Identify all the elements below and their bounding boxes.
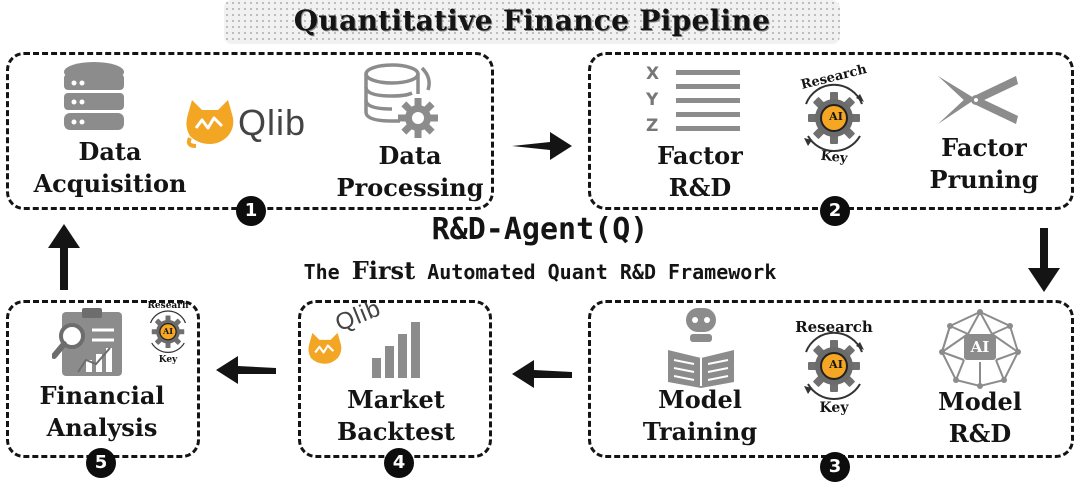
ai-core-label-5: AI <box>163 326 173 336</box>
financial-report-icon <box>52 308 122 376</box>
arrow-left-icon <box>216 356 276 384</box>
ai-core-label-3: AI <box>829 358 843 371</box>
subtitle-pre: The <box>303 260 340 284</box>
arrow-up-icon <box>48 224 80 290</box>
qlib-logo-text: Qlib <box>238 102 307 143</box>
arrow-down-icon <box>1028 228 1060 292</box>
research-key-ai-gear-icon <box>804 331 864 401</box>
qlib-cat-logo <box>186 100 234 148</box>
qlib-cat-logo <box>308 332 342 364</box>
research-key-ai-gear-icon <box>149 310 187 353</box>
title-background <box>224 0 840 44</box>
key-label-5: Key <box>158 355 178 365</box>
ai-core-label-2: AI <box>829 110 843 123</box>
research-key-ai-gear-icon <box>804 83 864 153</box>
subtitle-emphasis: First <box>351 256 416 285</box>
xyz-letter-y: Y <box>646 90 659 110</box>
arrow-right-icon <box>512 132 572 160</box>
database-gear-icon <box>364 63 438 138</box>
step-1-badge: 1 <box>236 196 266 226</box>
framework-name: R&D-Agent(Q) <box>431 212 649 247</box>
step-3-badge: 3 <box>820 452 850 482</box>
framework-subtitle: The First Automated Quant R&D Framework <box>180 256 900 285</box>
step-5-badge: 5 <box>86 448 116 478</box>
step-4-badge: 4 <box>384 448 414 478</box>
database-icon <box>64 62 124 130</box>
pruning-shears-icon <box>938 76 1018 124</box>
bar-chart-icon <box>372 322 420 378</box>
xyz-list-icon <box>676 70 740 131</box>
ai-network-brain-icon <box>939 309 1021 389</box>
diagram-title: Quantitative Finance Pipeline <box>293 4 771 37</box>
key-label-3: Key <box>819 400 849 416</box>
research-label-3: Research <box>795 318 873 336</box>
subtitle-post: Automated Quant R&D Framework <box>427 260 777 284</box>
robot-reading-icon <box>668 308 734 388</box>
arrow-left-icon <box>512 360 572 388</box>
research-label-5: Researh <box>147 301 189 311</box>
xyz-letter-z: Z <box>646 116 659 136</box>
ai-brain-label: AI <box>970 338 990 356</box>
step-2-badge: 2 <box>820 196 850 226</box>
xyz-letter-x: X <box>646 64 660 84</box>
